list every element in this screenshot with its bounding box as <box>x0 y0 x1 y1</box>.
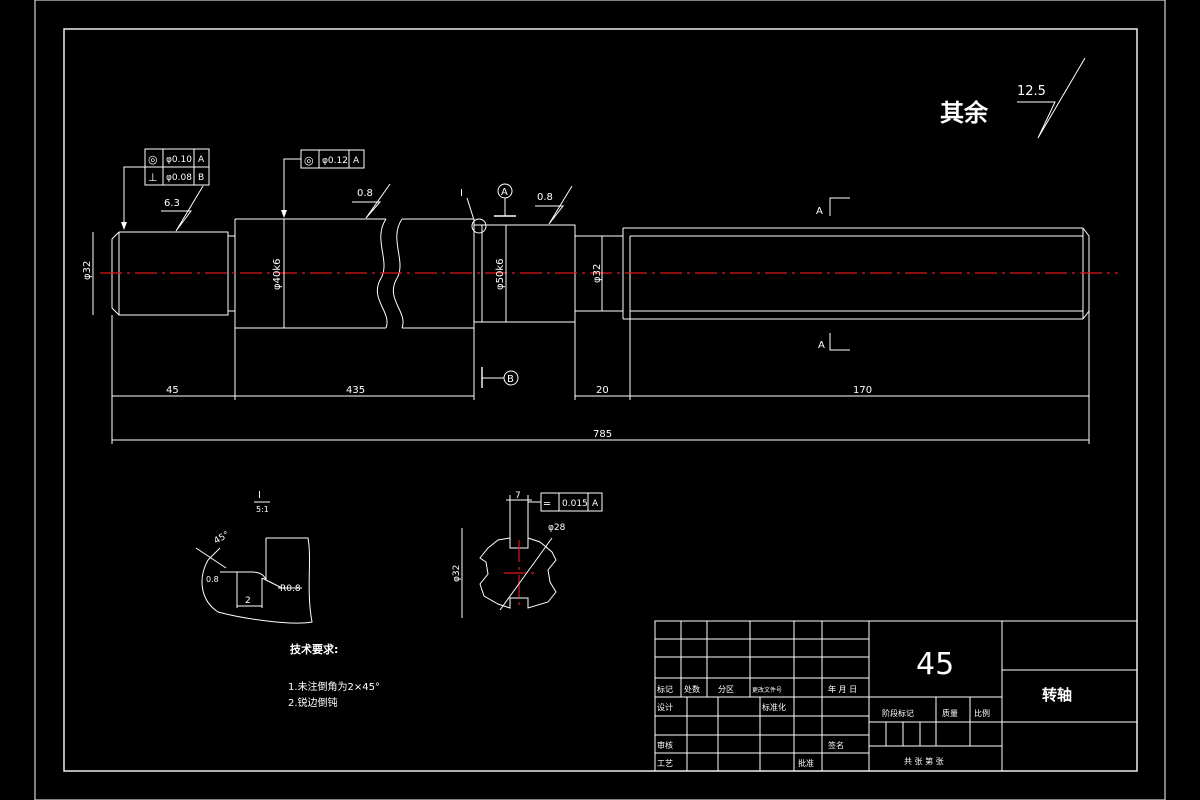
roughness-left: 6.3 <box>161 185 204 232</box>
break-line-right <box>392 218 404 329</box>
datum-b-symbol: B <box>481 367 519 388</box>
detail-scale: 5:1 <box>256 505 269 514</box>
section-mark-top: A <box>816 197 850 217</box>
tb-scale: 比例 <box>974 708 990 718</box>
svg-text:I: I <box>460 188 463 199</box>
notes-line-2: 2.锐边倒钝 <box>288 696 338 709</box>
dim-785: 785 <box>593 429 612 440</box>
detail-title: I <box>258 490 261 501</box>
tb-material: 45 <box>916 647 954 682</box>
notes-title: 技术要求: <box>290 642 338 656</box>
break-line-left <box>376 218 388 329</box>
svg-text:A: A <box>501 187 508 198</box>
tb-design: 设计 <box>657 702 673 712</box>
tb-label-mark: 标记 <box>657 684 673 694</box>
tolerance-frame-mid: ◎ φ0.12 A <box>281 149 365 218</box>
title-block: 标记 处数 分区 更改文件号 年 月 日 设计 标准化 审核 签名 工艺 批准 … <box>654 620 1138 772</box>
key-width-label: 7 <box>515 491 521 501</box>
dia-seat-label: φ50k6 <box>495 259 506 290</box>
tb-label-change: 更改文件号 <box>752 686 782 694</box>
tb-stage-mark: 阶段标记 <box>882 708 914 718</box>
svg-text:A: A <box>818 340 825 351</box>
svg-text:0.8: 0.8 <box>537 192 553 203</box>
tol-2-ref: B <box>198 173 204 183</box>
tb-process: 工艺 <box>657 759 673 768</box>
outer-frame <box>34 0 1166 800</box>
dim-435: 435 <box>346 385 365 396</box>
tb-review: 审核 <box>657 740 673 750</box>
dia-outer-label: φ32 <box>452 565 462 582</box>
tol-2-symbol: ⊥ <box>148 171 158 184</box>
roughness-mid: 0.8 <box>352 183 391 219</box>
tb-approve: 批准 <box>798 758 814 768</box>
dim-20: 20 <box>596 385 609 396</box>
splined-section <box>479 537 557 609</box>
svg-text:6.3: 6.3 <box>164 198 180 209</box>
dim-45: 45 <box>166 385 179 396</box>
svg-text:0.8: 0.8 <box>357 188 373 199</box>
tol-3-symbol: ◎ <box>304 154 314 167</box>
tol-3-ref: A <box>353 156 360 166</box>
tb-label-zone: 分区 <box>718 685 734 694</box>
svg-text:A: A <box>816 206 823 217</box>
technical-notes: 技术要求: 1.未注倒角为2×45° 2.锐边倒钝 <box>288 642 380 709</box>
tol-1-symbol: ◎ <box>148 153 158 166</box>
drawing-border <box>63 28 1138 772</box>
shaft-main-view: φ32 φ40k6 φ50k6 φ32 ◎ φ0.10 A ⊥ φ0.08 B … <box>82 148 1118 444</box>
tb-label-date: 年 月 日 <box>828 684 857 694</box>
tol-1-ref: A <box>198 155 205 165</box>
svg-text:0.015: 0.015 <box>562 499 588 509</box>
detail-width: 2 <box>245 596 251 606</box>
detail-view-i: I 5:1 2 45° 0.8 R0.8 <box>195 490 313 624</box>
svg-text:A: A <box>592 499 599 509</box>
datum-a-symbol: A <box>494 183 516 217</box>
detail-mark-i: I <box>460 188 487 234</box>
dia-mid-label: φ40k6 <box>272 259 283 290</box>
tol-1-value: φ0.10 <box>166 155 192 165</box>
notes-line-1: 1.未注倒角为2×45° <box>288 680 380 693</box>
tb-part-name: 转轴 <box>1042 686 1072 704</box>
tb-label-count: 处数 <box>684 684 700 694</box>
dia-left-label: φ32 <box>82 261 93 280</box>
section-view-a: 7 φ28 φ32 ═ 0.015 A <box>452 491 603 618</box>
tb-standardize: 标准化 <box>762 702 786 712</box>
dia-inner-label: φ28 <box>548 523 566 533</box>
roughness-right: 0.8 <box>535 185 573 225</box>
general-roughness: 其余 12.5 <box>940 57 1086 139</box>
svg-text:═: ═ <box>543 499 551 510</box>
detail-chamfer: 45° <box>213 530 232 547</box>
rest-label: 其余 <box>940 99 989 127</box>
svg-text:B: B <box>507 374 514 385</box>
length-dimensions: 45 435 20 170 785 <box>111 311 1090 444</box>
tol-2-value: φ0.08 <box>166 173 192 183</box>
detail-rough: 0.8 <box>206 575 219 584</box>
tolerance-frame-left: ◎ φ0.10 A ⊥ φ0.08 B <box>121 148 210 230</box>
section-mark-bottom: A <box>818 333 850 351</box>
tol-3-value: φ0.12 <box>322 156 348 166</box>
tb-sign: 签名 <box>828 740 844 750</box>
tb-weight: 质量 <box>942 708 958 718</box>
dia-right-label: φ32 <box>592 264 603 283</box>
rest-roughness-value: 12.5 <box>1017 84 1046 99</box>
dim-170: 170 <box>853 385 872 396</box>
tb-sheets: 共 张 第 张 <box>904 756 944 766</box>
detail-fillet: R0.8 <box>280 584 301 594</box>
